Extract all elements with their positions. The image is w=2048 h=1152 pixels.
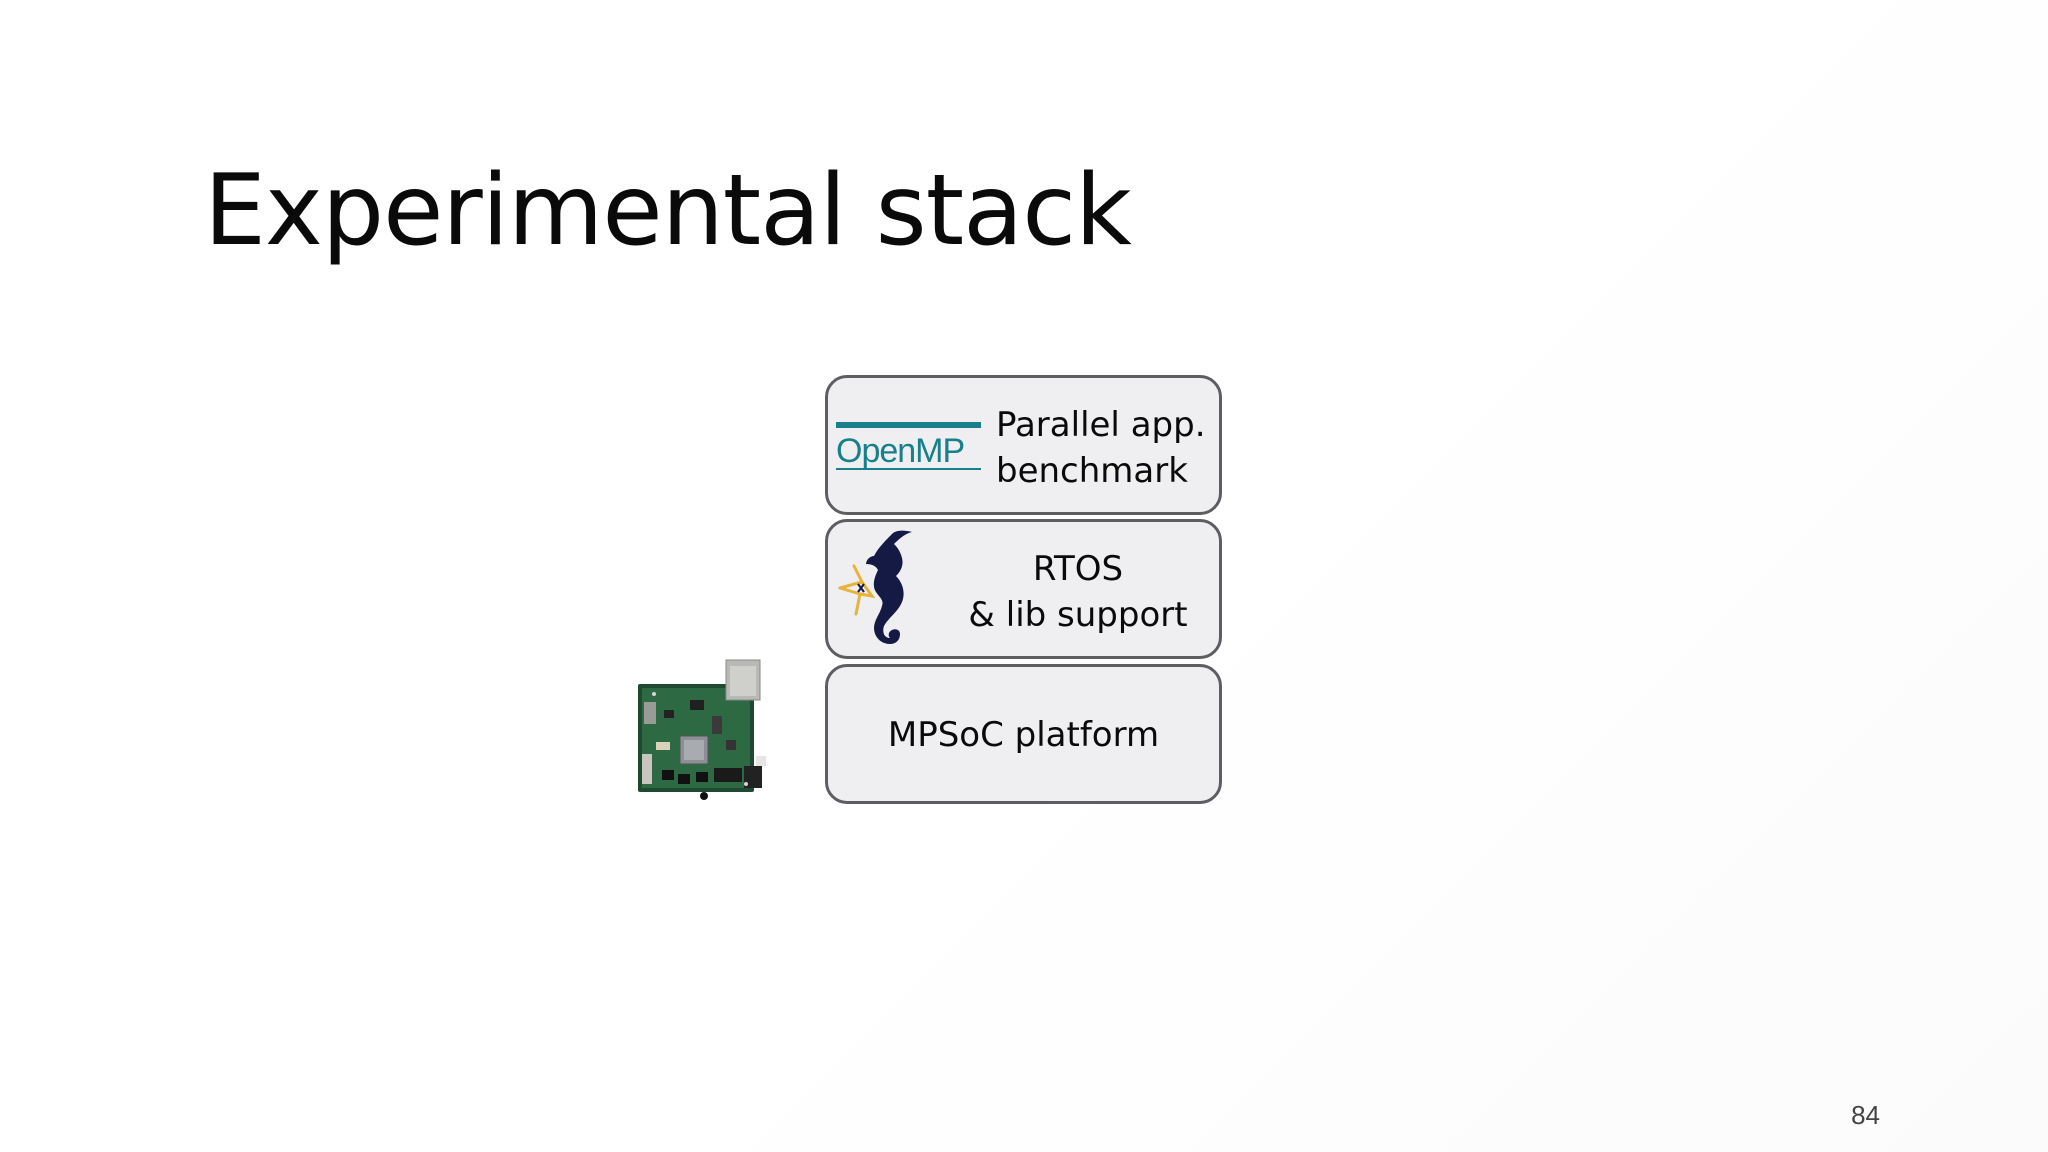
openmp-logo-text: OpenMP (836, 432, 964, 470)
mpsoc-layer-label: MPSoC platform (828, 712, 1219, 758)
openmp-layer: OpenMP Parallel app. benchmark (825, 375, 1222, 515)
openmp-layer-line-1: Parallel app. (996, 405, 1206, 445)
openmp-logo: OpenMP (836, 422, 981, 470)
rtos-layer-label: RTOS & lib support (948, 546, 1208, 638)
rtos-layer: RTOS & lib support (825, 519, 1222, 659)
slide-title: Experimental stack (204, 154, 1132, 268)
mpsoc-layer: MPSoC platform (825, 664, 1222, 804)
openmp-layer-label: Parallel app. benchmark (996, 402, 1206, 494)
mpsoc-layer-line-1: MPSoC platform (887, 715, 1160, 755)
page-number: 84 (1851, 1100, 1880, 1130)
board-icon (638, 659, 766, 800)
rtos-layer-line-1: RTOS (1032, 549, 1124, 589)
rtos-layer-line-2: & lib support (968, 595, 1188, 635)
openmp-layer-line-2: benchmark (996, 451, 1188, 491)
seahorse-logo (838, 530, 912, 644)
